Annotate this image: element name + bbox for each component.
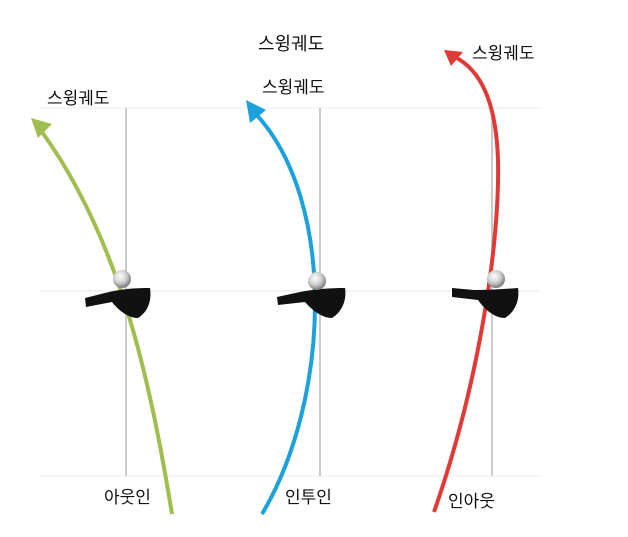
swing-path-in-out <box>432 55 501 513</box>
club-head-1-icon <box>85 288 151 318</box>
arrowhead-in-out-icon <box>444 50 463 66</box>
arrowhead-in-to-in-icon <box>246 100 266 123</box>
club-head-2-icon <box>277 288 346 318</box>
path-type-label-1: 아웃인 <box>104 488 151 508</box>
arrow-label-2: 스윙궤도 <box>262 78 325 98</box>
golf-ball-1-icon <box>113 270 131 288</box>
golf-ball-3-icon <box>487 270 505 288</box>
arrow-label-1: 스윙궤도 <box>47 89 110 109</box>
path-type-label-2: 인투인 <box>285 488 332 508</box>
diagram-title: 스윙궤도 <box>258 34 325 55</box>
arrow-label-3: 스윙궤도 <box>472 44 535 64</box>
golf-ball-2-icon <box>308 272 326 290</box>
swing-path-in-to-in <box>252 110 317 516</box>
swing-path-out-in <box>40 130 174 515</box>
club-head-3-icon <box>452 288 519 318</box>
path-type-label-3: 인아웃 <box>448 492 495 512</box>
arrowhead-out-in-icon <box>31 118 52 138</box>
